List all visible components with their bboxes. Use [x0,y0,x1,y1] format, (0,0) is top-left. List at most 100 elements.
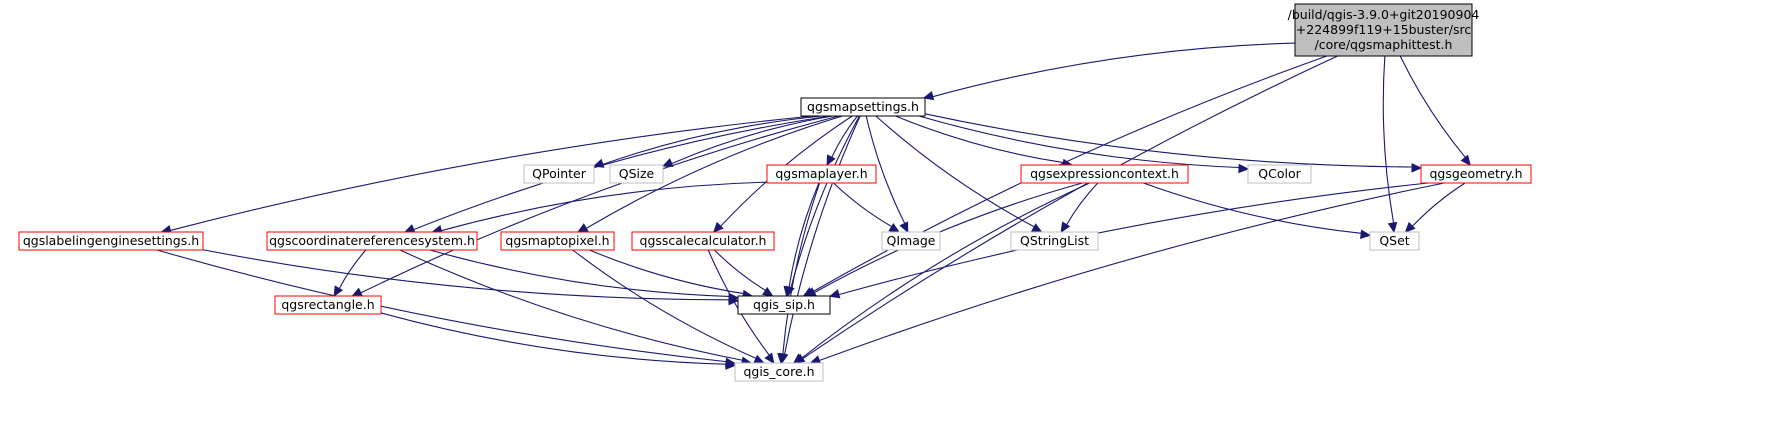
edge-maplayer-to-sip [788,182,820,288]
edge-mapsettings-to-sip [790,115,860,288]
node-qcolor[interactable]: QColor [1247,164,1312,184]
edge-maplayer-to-qimage [833,182,893,228]
node-scalecalc-box [631,231,775,251]
node-qsize-box [609,164,664,184]
node-root-box [1294,3,1473,57]
node-maplayer[interactable]: qgsmaplayer.h [766,164,877,184]
node-crs-label: qgscoordinatereferencesystem.h [269,233,475,248]
nodes-layer: /build/qgis-3.9.0+git20190904+224899f119… [18,3,1532,382]
edge-labeling-to-sip [202,249,730,301]
node-root-label: /build/qgis-3.9.0+git20190904 [1288,7,1480,22]
edge-geometry-to-qset [1412,182,1466,227]
node-exprctx-label: qgsexpressioncontext.h [1030,166,1179,181]
edge-geometry-to-sip [838,182,1429,296]
node-maptopixel-box [500,231,615,251]
node-qpointer[interactable]: QPointer [523,164,595,184]
edge-maplayer-to-crs [441,181,768,232]
node-maptopixel-label: qgsmaptopixel.h [505,233,609,248]
node-rectangle-box [274,295,382,315]
arrowhead-mapsettings-to-maptopixel [576,223,589,233]
node-qsize[interactable]: QSize [609,164,664,184]
node-exprctx-box [1020,164,1189,184]
node-mapsettings[interactable]: qgsmapsettings.h [800,97,926,117]
edge-maptopixel-to-core [572,249,757,359]
edge-maplayer-to-core [782,182,821,355]
node-crs[interactable]: qgscoordinatereferencesystem.h [266,231,478,251]
node-qcolor-label: QColor [1258,166,1301,181]
node-qset-label: QSet [1379,233,1409,248]
node-qstringlist-label: QStringList [1020,233,1089,248]
node-qsize-label: QSize [619,166,655,181]
node-rectangle-label: qgsrectangle.h [281,297,374,312]
node-mapsettings-label: qgsmapsettings.h [807,99,919,114]
arrowhead-mapsettings-to-maplayer [826,154,836,167]
node-qimage-label: QImage [887,233,936,248]
node-qstringlist[interactable]: QStringList [1010,231,1099,251]
edge-exprctx-to-sip [814,182,1083,294]
edge-mapsettings-to-qcolor [918,115,1240,169]
edge-root-to-mapsettings [932,42,1296,98]
edge-mapsettings-to-core [784,115,861,355]
edge-scalecalc-to-core [707,249,770,356]
node-maptopixel[interactable]: qgsmaptopixel.h [500,231,615,251]
node-core-box [734,362,824,382]
arrowhead-crs-to-rectangle [333,285,344,298]
arrowhead-geometry-to-sip [828,289,841,299]
arrowhead-maplayer-to-qimage [888,222,901,233]
node-labeling[interactable]: qgslabelingenginesettings.h [18,231,204,251]
edge-mapsettings-to-labeling [170,115,813,231]
node-root-label: /core/qgsmaphittest.h [1315,37,1453,52]
edge-root-to-qset [1382,55,1395,224]
node-qstringlist-box [1010,231,1099,251]
node-qimage-box [881,231,941,251]
edge-mapsettings-to-qpointer [602,115,823,165]
node-core[interactable]: qgis_core.h [734,362,824,382]
edge-mapsettings-to-maplayer [831,115,858,158]
node-geometry[interactable]: qgsgeometry.h [1420,164,1532,184]
arrowhead-root-to-geometry [1460,154,1471,166]
arrowhead-mapsettings-to-qcolor [1238,163,1250,174]
edge-geometry-to-core [819,182,1445,362]
node-root[interactable]: /build/qgis-3.9.0+git20190904+224899f119… [1288,3,1480,57]
edge-mapsettings-to-qimage [865,115,906,224]
edge-crs-to-sip [429,249,730,298]
edge-mapsettings-to-qstringlist [875,115,1035,228]
arrowhead-maplayer-to-core [777,353,787,365]
node-core-label: qgis_core.h [743,364,814,379]
node-qpointer-label: QPointer [532,166,587,181]
arrowhead-exprctx-to-qset [1360,229,1372,239]
node-mapsettings-box [800,97,926,117]
node-scalecalc-label: qgsscalecalculator.h [640,233,767,248]
node-sip-box [737,295,831,315]
edge-mapsettings-to-geometry [924,113,1413,168]
edge-crs-to-rectangle [338,249,367,289]
arrowhead-root-to-mapsettings [922,90,935,101]
node-qimage[interactable]: QImage [881,231,941,251]
arrowhead-mapsettings-to-qstringlist [1031,223,1043,233]
edge-maptopixel-to-sip [589,249,744,295]
edge-rectangle-to-core [380,312,727,365]
node-sip-label: qgis_sip.h [753,297,815,312]
edge-exprctx-to-qset [1143,182,1362,234]
arrowhead-maplayer-to-sip [783,285,793,298]
edges-layer [156,42,1471,370]
edge-exprctx-to-qstringlist [1066,182,1099,226]
node-qset[interactable]: QSet [1369,231,1420,251]
node-sip[interactable]: qgis_sip.h [737,295,831,315]
arrowhead-rectangle-to-core [725,360,737,370]
edge-root-to-core [802,55,1338,360]
node-rectangle[interactable]: qgsrectangle.h [274,295,382,315]
edge-root-to-geometry [1399,55,1466,158]
node-root-label: +224899f119+15buster/src [1296,22,1472,37]
node-exprctx[interactable]: qgsexpressioncontext.h [1020,164,1189,184]
arrowhead-mapsettings-to-qsize [661,158,674,167]
node-qset-box [1369,231,1420,251]
node-labeling-box [18,231,204,251]
edge-mapsettings-to-exprctx [895,115,1064,164]
edge-labeling-to-core [156,249,727,363]
edge-scalecalc-to-sip [714,249,766,291]
node-geometry-box [1420,164,1532,184]
node-geometry-label: qgsgeometry.h [1429,166,1522,181]
node-scalecalc[interactable]: qgsscalecalculator.h [631,231,775,251]
